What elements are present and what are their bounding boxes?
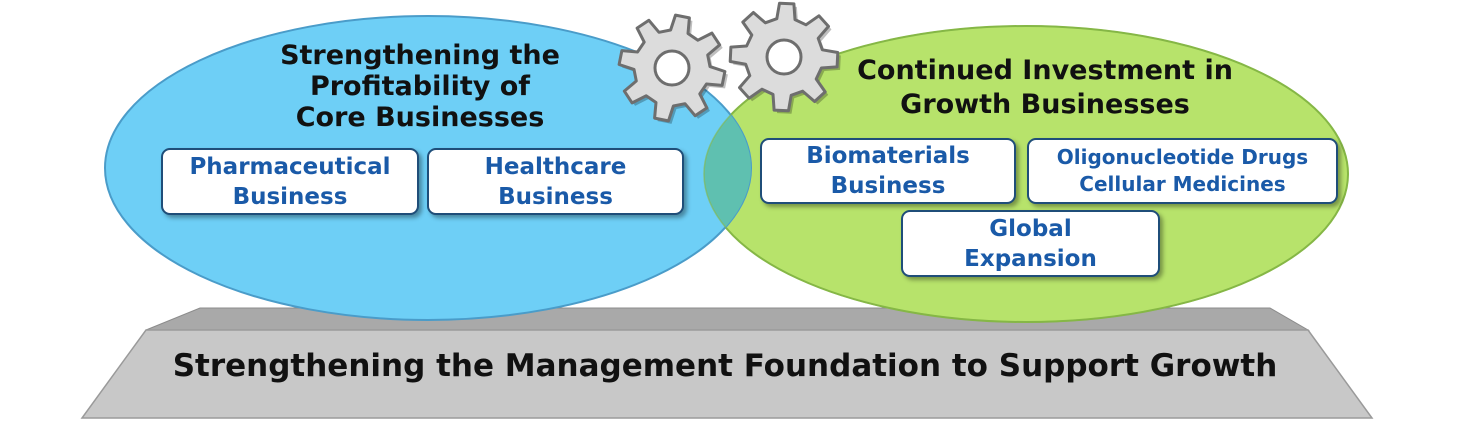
box-line: Global: [989, 215, 1072, 242]
platform-front: [80, 329, 1374, 419]
box-line: Biomaterials: [806, 143, 970, 169]
box-line: Expansion: [964, 245, 1097, 272]
pharmaceutical-business-box: Pharmaceutical Business: [161, 148, 419, 215]
growth-ellipse-outline: [703, 25, 1349, 323]
healthcare-business-box: Healthcare Business: [427, 148, 684, 215]
gear-icon: [617, 13, 728, 124]
box-line: Business: [830, 173, 946, 199]
box-line: Cellular Medicines: [1079, 172, 1286, 196]
oligonucleotide-cellular-box: Oligonucleotide Drugs Cellular Medicines: [1027, 138, 1338, 204]
box-line: Pharmaceutical: [189, 153, 391, 180]
box-line: Business: [498, 183, 613, 210]
growth-title-line: Continued Investment in: [857, 55, 1233, 86]
gear-icon: [728, 1, 841, 114]
core-title-line: Core Businesses: [295, 102, 545, 133]
core-title-line: Profitability of: [309, 71, 531, 102]
global-expansion-box: Global Expansion: [901, 210, 1160, 277]
biomaterials-business-box: Biomaterials Business: [760, 138, 1016, 204]
core-title: Strengthening the Profitability of Core …: [220, 40, 620, 133]
box-line: Oligonucleotide Drugs: [1056, 145, 1309, 169]
box-line: Business: [232, 183, 348, 210]
foundation-label: Strengthening the Management Foundation …: [172, 348, 1278, 384]
growth-title-line: Growth Businesses: [900, 89, 1190, 120]
box-line: Healthcare: [484, 153, 627, 180]
growth-title: Continued Investment in Growth Businesse…: [820, 54, 1270, 122]
core-title-line: Strengthening the: [280, 40, 560, 71]
